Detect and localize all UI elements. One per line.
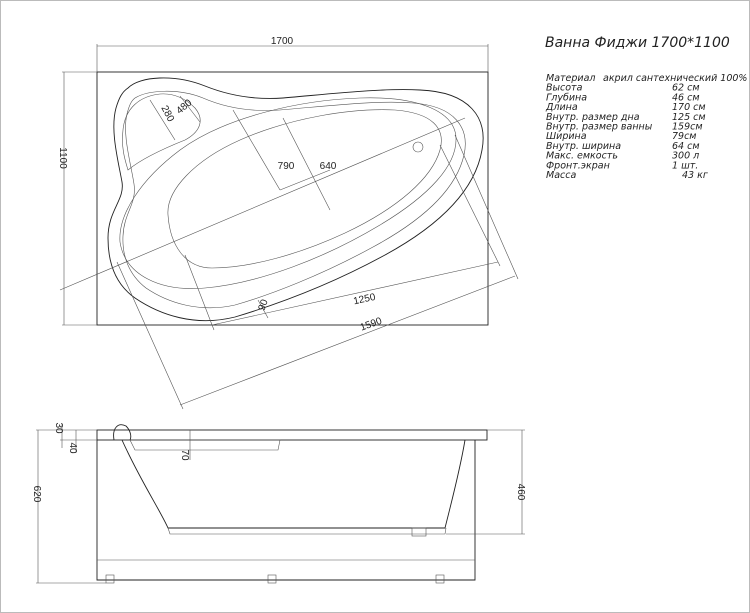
spec-label: Длина [545, 102, 578, 113]
outline-rectangle [96, 71, 489, 326]
spec-value: 300 л [672, 151, 699, 162]
spec-value: 43 кг [682, 170, 709, 181]
axis-line [59, 117, 466, 291]
bowl-bottom [167, 109, 442, 269]
spec-label: Фронт.экран [546, 160, 610, 171]
leg-3 [435, 574, 445, 584]
spec-value: 159см [672, 122, 703, 133]
drain-circle [412, 141, 424, 153]
leg-2 [267, 574, 277, 584]
spec-value: 125 см [672, 112, 706, 123]
dim-line-1590 [179, 275, 516, 406]
dim-1100: 1100 [57, 147, 68, 169]
dim-1590: 1590 [359, 316, 384, 334]
spec-label: Материал [546, 73, 596, 84]
dim-620: 620 [31, 486, 42, 503]
top-view: 1700 1100 280 480 790 640 90 1250 1590 [57, 36, 519, 410]
spec-value: 46 см [672, 92, 700, 103]
tub-bottom [167, 527, 447, 535]
spec-label: Макс. емкость [546, 151, 618, 162]
spec-label: Глубина [546, 92, 587, 103]
dim-280: 280 [158, 104, 176, 124]
spec-label: Масса [546, 170, 576, 181]
rim-profile [96, 429, 488, 441]
headrest-bump [113, 424, 132, 441]
side-view: 30 40 70 620 460 [31, 422, 526, 584]
dim-line-1250 [211, 261, 499, 326]
spec-label: Внутр. размер дна [546, 112, 640, 123]
drain-fitting [411, 527, 427, 537]
leg-1 [105, 574, 115, 584]
dim-640: 640 [320, 161, 337, 172]
headrest-pocket [122, 93, 201, 171]
dim-1700: 1700 [271, 36, 294, 47]
spec-table: Материал акрил сантехнический 100% Высота 6… [545, 73, 747, 181]
dim-1250: 1250 [352, 292, 376, 307]
spec-value: акрил сантехнический 100% [603, 73, 747, 84]
dim-30: 30 [53, 422, 64, 434]
spec-label: Высота [546, 83, 583, 94]
spec-value: 1 шт. [672, 160, 698, 171]
dim-790: 790 [278, 161, 295, 172]
dim-480: 480 [174, 97, 194, 116]
body-outline [96, 440, 476, 581]
spec-value: 64 см [672, 141, 700, 152]
spec-label: Ширина [546, 131, 587, 142]
dim-40: 40 [67, 442, 78, 454]
dim-70: 70 [179, 449, 190, 461]
spec-value: 79см [672, 131, 696, 142]
drawing-title: Ванна Фиджи 1700*1100 [545, 35, 730, 51]
inner-rim [122, 90, 466, 309]
spec-label: Внутр. размер ванны [546, 122, 653, 133]
dim-460: 460 [515, 484, 526, 501]
spec-label: Внутр. ширина [546, 141, 621, 152]
dim-90: 90 [257, 298, 271, 313]
outer-rim [107, 77, 484, 322]
spec-value: 62 см [672, 83, 700, 94]
headrest-recess [129, 439, 281, 451]
tub-inner-profile [121, 439, 466, 529]
spec-value: 170 см [672, 102, 706, 113]
